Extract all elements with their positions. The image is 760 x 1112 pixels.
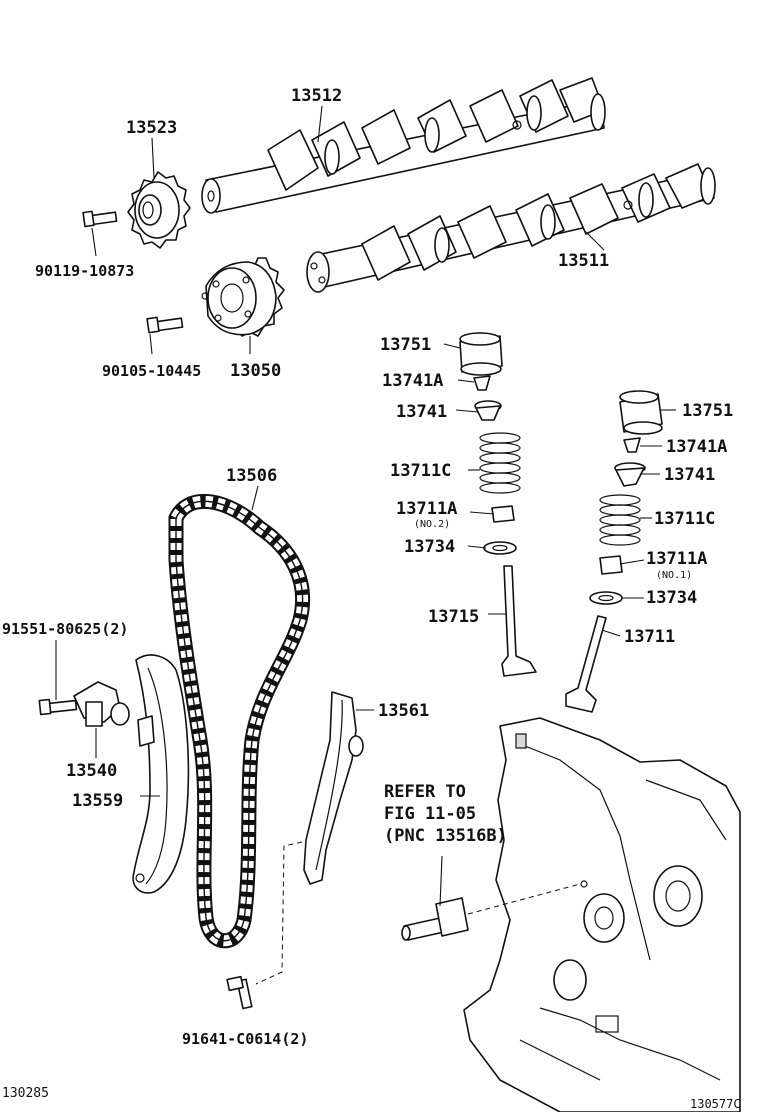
sprocket-bolt[interactable] bbox=[82, 210, 118, 228]
label-vvt-gear-bolt: 90105-10445 bbox=[102, 362, 201, 380]
seat-right[interactable] bbox=[589, 591, 623, 605]
label-spring-right: 13711C bbox=[654, 509, 715, 529]
chain-tensioner[interactable] bbox=[73, 681, 130, 727]
label-spring-left: 13711C bbox=[390, 461, 451, 481]
label-tensioner: 13540 bbox=[66, 761, 117, 781]
label-lifter-left: 13751 bbox=[380, 335, 431, 355]
keeper-right[interactable] bbox=[623, 437, 641, 453]
label-valve-right: 13711 bbox=[624, 627, 675, 647]
vvt-gear[interactable] bbox=[201, 257, 285, 337]
label-damper: 13561 bbox=[378, 701, 429, 721]
refer-line-3[interactable]: (PNC 13516B) bbox=[384, 826, 507, 846]
vvt-gear-bolt[interactable] bbox=[146, 316, 184, 334]
label-vvt-gear: 13050 bbox=[230, 361, 281, 381]
intake-camshaft[interactable] bbox=[306, 163, 716, 293]
damper-bolt[interactable] bbox=[226, 975, 253, 1010]
exhaust-camshaft[interactable] bbox=[201, 77, 606, 214]
label-retainer-right: 13741 bbox=[664, 465, 715, 485]
label-seal-left-note: (NO.2) bbox=[414, 519, 450, 530]
tensioner-bolt[interactable] bbox=[38, 698, 78, 716]
footer-right-code: 130577C bbox=[690, 1097, 741, 1111]
leader-lines bbox=[55, 105, 676, 907]
lifter-right[interactable] bbox=[619, 390, 663, 435]
refer-line-1[interactable]: REFER TO bbox=[384, 782, 466, 802]
label-seal-right-note: (NO.1) bbox=[656, 570, 692, 581]
label-cam-sprocket: 13523 bbox=[126, 118, 177, 138]
seal-left[interactable] bbox=[491, 505, 515, 523]
chain-slipper[interactable] bbox=[132, 654, 190, 894]
valve-right[interactable] bbox=[565, 615, 607, 713]
oil-pump-shaft[interactable] bbox=[401, 897, 469, 941]
label-keeper-right: 13741A bbox=[666, 437, 727, 457]
label-timing-chain: 13506 bbox=[226, 466, 277, 486]
pump-target bbox=[580, 880, 588, 888]
retainer-left[interactable] bbox=[474, 400, 502, 421]
seat-left[interactable] bbox=[483, 541, 517, 555]
cylinder-block bbox=[463, 717, 741, 1112]
footer-left-code: 130285 bbox=[2, 1086, 49, 1101]
refer-line-2[interactable]: FIG 11-05 bbox=[384, 804, 476, 824]
spring-right[interactable] bbox=[599, 494, 641, 546]
label-lifter-right: 13751 bbox=[682, 401, 733, 421]
damper-bolt-dashline bbox=[255, 841, 303, 985]
label-seal-left: 13711A bbox=[396, 499, 457, 519]
label-keeper-left: 13741A bbox=[382, 371, 443, 391]
keeper-left[interactable] bbox=[473, 375, 491, 391]
label-damper-bolt: 91641-C0614(2) bbox=[182, 1030, 308, 1048]
pump-dashline bbox=[467, 883, 581, 915]
label-exhaust-camshaft: 13512 bbox=[291, 86, 342, 106]
seal-right[interactable] bbox=[599, 555, 623, 575]
spring-left[interactable] bbox=[479, 432, 521, 494]
chain-damper[interactable] bbox=[303, 691, 364, 885]
label-seat-left: 13734 bbox=[404, 537, 455, 557]
label-valve-left: 13715 bbox=[428, 607, 479, 627]
cam-sprocket[interactable] bbox=[127, 171, 191, 249]
label-retainer-left: 13741 bbox=[396, 402, 447, 422]
label-intake-camshaft: 13511 bbox=[558, 251, 609, 271]
label-sprocket-bolt: 90119-10873 bbox=[35, 262, 134, 280]
valve-left[interactable] bbox=[501, 565, 537, 677]
label-tensioner-bolt: 91551-80625(2) bbox=[2, 620, 128, 638]
label-seal-right: 13711A bbox=[646, 549, 707, 569]
label-slipper: 13559 bbox=[72, 791, 123, 811]
retainer-right[interactable] bbox=[614, 462, 646, 487]
label-seat-right: 13734 bbox=[646, 588, 697, 608]
timing-chain[interactable] bbox=[168, 493, 311, 949]
lifter-left[interactable] bbox=[459, 332, 503, 376]
